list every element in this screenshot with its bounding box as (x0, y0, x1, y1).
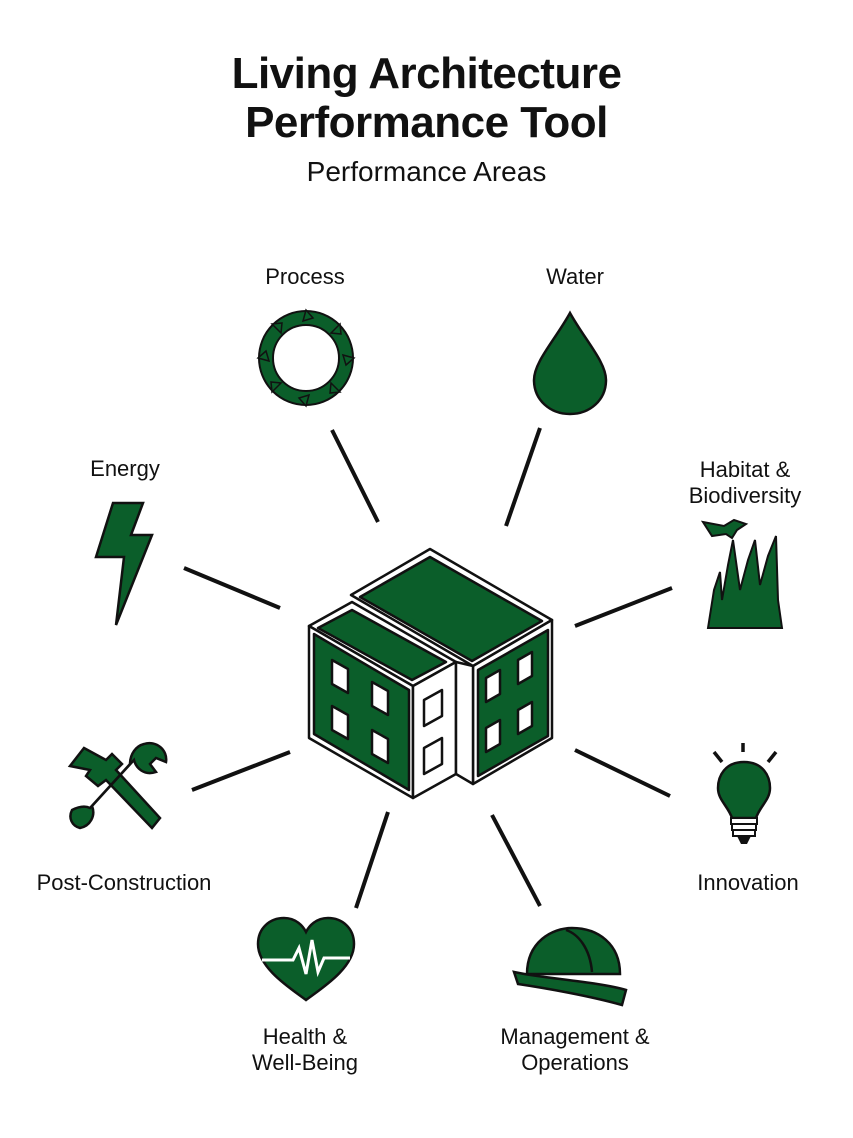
connector-management (490, 814, 542, 907)
subtitle: Performance Areas (306, 156, 547, 187)
title-line-1: Living Architecture (231, 49, 622, 98)
title-line-2: Performance Tool (245, 98, 608, 147)
lightning-bolt-icon (94, 501, 154, 626)
label-health-line1: Health & (262, 1024, 348, 1049)
label-innovation: Innovation (697, 870, 799, 895)
water-drop-icon (532, 310, 608, 416)
label-habitat-line2: Biodiversity (688, 483, 802, 508)
connector-health (354, 811, 390, 909)
cycle-ring-icon (256, 308, 356, 408)
label-post-construction: Post-Construction (36, 870, 212, 895)
label-habitat-line1: Habitat & (699, 457, 791, 482)
label-management-line1: Management & (500, 1024, 650, 1049)
connector-process (330, 429, 380, 523)
connector-energy (183, 566, 281, 610)
hard-hat-icon (512, 926, 628, 1007)
label-water: Water (546, 264, 604, 289)
label-health-line2: Well-Being (252, 1050, 358, 1075)
bird-grass-icon (700, 518, 784, 629)
label-management-line2: Operations (521, 1050, 629, 1075)
label-health: Health & Well-Being (225, 1024, 385, 1076)
heart-pulse-icon (256, 916, 356, 1002)
connector-habitat (574, 586, 673, 628)
label-habitat: Habitat & Biodiversity (660, 457, 830, 509)
label-management: Management & Operations (475, 1024, 675, 1076)
label-energy: Energy (90, 456, 160, 481)
green-roof-building-icon (307, 547, 554, 800)
label-process: Process (265, 264, 345, 289)
connector-water (504, 427, 542, 527)
connector-innovation (574, 748, 671, 798)
lightbulb-icon (712, 743, 778, 844)
connector-lines (183, 427, 673, 909)
connector-post (191, 750, 291, 792)
hammer-wrench-icon (67, 741, 168, 830)
